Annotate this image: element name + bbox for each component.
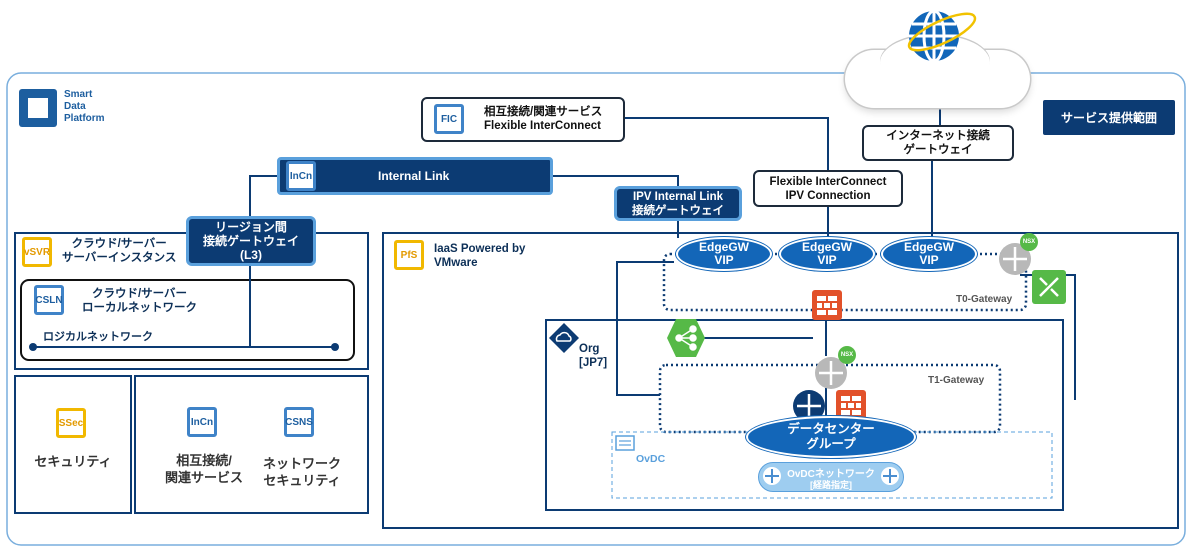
netsec-label: ネットワーク セキュリティ	[262, 456, 341, 488]
globe-icon	[907, 9, 977, 63]
fic-badge-icon: FIC	[434, 104, 464, 134]
csln-badge-icon: CSLN	[34, 285, 64, 315]
ovdc-network-sub: [経路指定]	[810, 480, 852, 490]
dcg-router-icon[interactable]	[792, 389, 826, 423]
t0-nsx-badge: NSX	[1020, 233, 1038, 251]
logical-network-label: ロジカルネットワーク	[43, 331, 153, 343]
internal-link-badge-icon: InCn	[286, 161, 316, 191]
t1-nsx-badge: NSX	[838, 346, 856, 364]
region-gateway-box[interactable]: リージョン間 接続ゲートウェイ (L3)	[186, 216, 316, 266]
internal-link-bar[interactable]	[277, 157, 553, 195]
fic-ipv-connection-box[interactable]: Flexible InterConnect IPV Connection	[753, 170, 903, 207]
iaas-label: IaaS Powered by VMware	[434, 243, 526, 269]
iaas-badge-icon: PfS	[394, 240, 424, 270]
datacenter-group[interactable]: データセンター グループ	[746, 416, 916, 458]
vsvr-label: クラウド/サーバー サーバーインスタンス	[62, 238, 177, 264]
t0-router-icon[interactable]	[998, 242, 1032, 276]
internal-link-label: Internal Link	[378, 169, 450, 183]
csln-label: クラウド/サーバー ローカルネットワーク	[82, 288, 197, 314]
brand-name: Smart Data Platform	[64, 89, 105, 124]
dcg-firewall-icon[interactable]	[835, 389, 867, 421]
t1-router-icon[interactable]	[814, 356, 848, 390]
ovdc-network-title: OvDCネットワーク	[787, 469, 875, 480]
edge-gw-vip-2[interactable]: EdgeGW VIP	[779, 237, 875, 271]
ovdc-icon	[615, 435, 635, 451]
ovdc-network-left-icon	[763, 467, 781, 485]
brand-logo-inner	[28, 98, 48, 118]
firewall-icon[interactable]	[811, 289, 843, 321]
ipv-gateway-box[interactable]: IPV Internal Link 接続ゲートウェイ	[614, 186, 742, 221]
t0-gateway-label: T0-Gateway	[956, 294, 1013, 305]
service-scope-legend: サービス提供範囲	[1043, 100, 1175, 135]
internet-gateway-box[interactable]: インターネット接続 ゲートウェイ	[862, 125, 1014, 161]
vsvr-badge-icon: vSVR	[22, 237, 52, 267]
fic-title: 相互接続/関連サービス Flexible InterConnect	[484, 106, 603, 132]
security-label: セキュリティ	[34, 454, 112, 469]
t1-gateway-label: T1-Gateway	[928, 375, 985, 386]
distributed-switch-icon[interactable]	[666, 318, 706, 358]
interconnect-label: 相互接続/ 関連サービス	[164, 453, 243, 485]
org-cloud-icon	[549, 323, 579, 353]
security-badge-icon: SSec	[56, 408, 86, 438]
edge-gw-vip-3[interactable]: EdgeGW VIP	[881, 237, 977, 271]
brand-logo	[19, 89, 57, 127]
interconnect-badge-icon: InCn	[187, 407, 217, 437]
ovdc-label: OvDC	[636, 453, 666, 465]
ovdc-network-right-icon	[881, 467, 899, 485]
ovdc-network-pill[interactable]	[758, 462, 904, 492]
netsec-badge-icon: CSNS	[284, 407, 314, 437]
org-label: Org [JP7]	[579, 343, 608, 369]
load-balancer-icon[interactable]	[1031, 269, 1067, 305]
edge-gw-vip-1[interactable]: EdgeGW VIP	[676, 237, 772, 271]
